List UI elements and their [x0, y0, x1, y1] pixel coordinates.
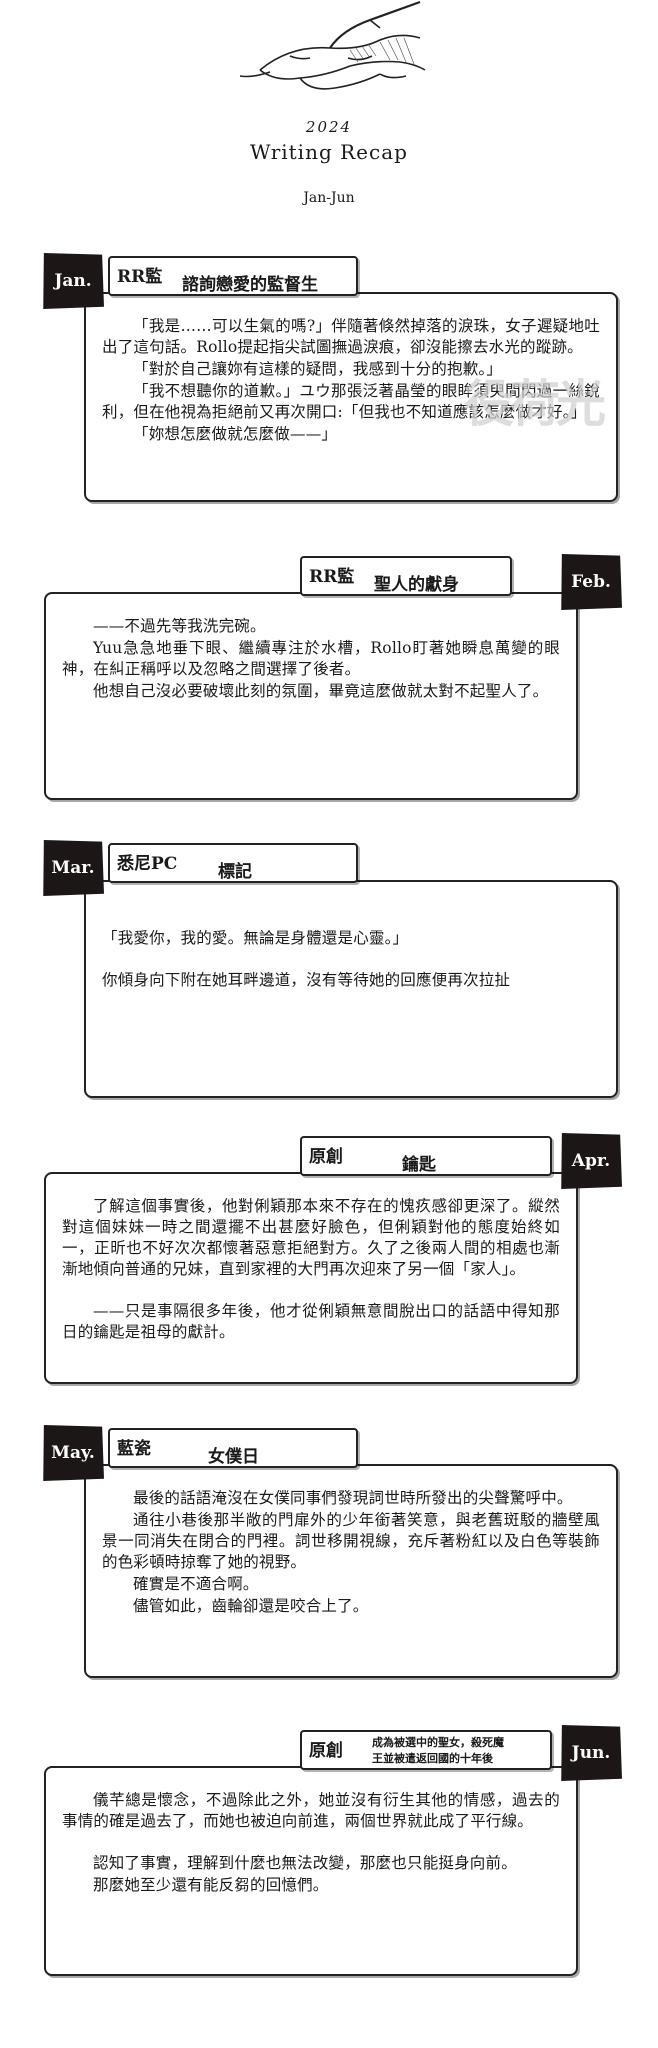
- writing-hand-illustration: [239, 0, 426, 90]
- entry-label: 藍瓷 女僕日: [108, 1428, 358, 1468]
- month-tag-mar: Mar.: [43, 840, 104, 896]
- year-heading: 2024: [305, 118, 353, 136]
- work-title: 標記: [218, 862, 252, 882]
- month-tag-apr: Apr.: [561, 1133, 622, 1189]
- work-title: 聖人的獻身: [374, 575, 459, 595]
- excerpt-paragraph: 最後的話語淹沒在女僕同事們發現詞世時所發出的尖聲驚呼中。: [133, 1489, 573, 1507]
- excerpt-paragraph: 「我愛你，我的愛。無論是身體還是心靈。」: [102, 929, 409, 947]
- excerpt-card: ——不過先等我洗完碗。 Yuu急急地垂下眼、繼續專注於水槽，Rollo盯著她瞬息…: [44, 592, 578, 800]
- author-name: 原創: [309, 1147, 343, 1167]
- excerpt-paragraph: 「妳想怎麼做就怎麼做——」: [133, 425, 338, 443]
- work-title: 女僕日: [208, 1447, 259, 1467]
- month-tag-jan: Jan.: [43, 253, 104, 309]
- excerpt-paragraph: 你傾身向下附在她耳畔邊道，沒有等待她的回應便再次拉扯: [102, 971, 511, 989]
- excerpt-paragraph: 通往小巷後那半敞的門扉外的少年銜著笑意，與老舊斑駁的牆壁風景一同消失在閉合的門裡…: [102, 1511, 600, 1571]
- excerpt-paragraph: 了解這個事實後，他對俐穎那本來不存在的愧疚感卻更深了。縱然對這個妹妹一時之間還擺…: [62, 1197, 560, 1278]
- excerpt-card: 役荷光 「我是……可以生氣的嗎?」伴隨著倏然掉落的淚珠，女子遲疑地吐出了這句話。…: [84, 292, 618, 502]
- author-name: RR監: [117, 267, 163, 287]
- excerpt-card: 了解這個事實後，他對俐穎那本來不存在的愧疚感卻更深了。縱然對這個妹妹一時之間還擺…: [44, 1172, 578, 1384]
- entry-label: 原創 鑰匙: [300, 1136, 552, 1176]
- month-tag-feb: Feb.: [561, 554, 622, 610]
- author-name: RR監: [309, 567, 355, 587]
- entry-label: 原創 成為被選中的聖女，殺死魔 王並被遣返回國的十年後: [300, 1730, 552, 1770]
- excerpt-card: 儀芊總是懷念，不過除此之外，她並沒有衍生其他的情感，過去的事情的確是過去了，而她…: [44, 1766, 578, 1976]
- excerpt-paragraph: 「對於自己讓妳有這樣的疑問，我感到十分的抱歉。」: [133, 360, 503, 378]
- excerpt-card: 最後的話語淹沒在女僕同事們發現詞世時所發出的尖聲驚呼中。 通往小巷後那半敞的門扉…: [84, 1464, 618, 1678]
- author-name: 悉尼PC: [117, 854, 178, 874]
- excerpt-paragraph: 「我是……可以生氣的嗎?」伴隨著倏然掉落的淚珠，女子遲疑地吐出了這句話。Roll…: [102, 317, 600, 356]
- excerpt-paragraph: ——只是事隔很多年後，他才從俐穎無意間脫出口的話語中得知那日的鑰匙是祖母的獻計。: [62, 1302, 560, 1341]
- page-title: Writing Recap: [250, 140, 408, 164]
- author-name: 藍瓷: [117, 1439, 151, 1459]
- month-tag-jun: Jun.: [561, 1725, 622, 1781]
- excerpt-paragraph: 那麼她至少還有能反芻的回憶們。: [93, 1876, 329, 1894]
- work-title-line-1: 成為被選中的聖女，殺死魔: [372, 1736, 504, 1749]
- entry-label: RR監 聖人的獻身: [300, 556, 512, 596]
- excerpt-paragraph: 儘管如此，齒輪卻還是咬合上了。: [133, 1597, 369, 1615]
- author-name: 原創: [309, 1741, 343, 1761]
- work-title: 諮詢戀愛的監督生: [182, 275, 318, 295]
- excerpt-paragraph: 確實是不適合啊。: [133, 1575, 259, 1593]
- excerpt-paragraph: 儀芊總是懷念，不過除此之外，她並沒有衍生其他的情感，過去的事情的確是過去了，而她…: [62, 1791, 560, 1830]
- excerpt-paragraph: Yuu急急地垂下眼、繼續專注於水槽，Rollo盯著她瞬息萬變的眼神，在糾正稱呼以…: [62, 639, 560, 678]
- entry-label: 悉尼PC 標記: [108, 843, 358, 883]
- work-title: 鑰匙: [402, 1155, 436, 1175]
- entry-label: RR監 諮詢戀愛的監督生: [108, 256, 358, 296]
- work-title-line-2: 王並被遣返回國的十年後: [372, 1752, 493, 1765]
- period-subtitle: Jan-Jun: [303, 190, 355, 206]
- excerpt-paragraph: 認知了事實，理解到什麼也無法改變，那麼也只能挺身向前。: [93, 1854, 517, 1872]
- excerpt-card: 「我愛你，我的愛。無論是身體還是心靈。」 你傾身向下附在她耳畔邊道，沒有等待她的…: [84, 880, 618, 1098]
- excerpt-paragraph: 他想自己沒必要破壞此刻的氛圍，畢竟這麼做就太對不起聖人了。: [93, 682, 549, 700]
- excerpt-paragraph: 「我不想聽你的道歉。」ユウ那張泛著晶瑩的眼眸須臾間閃過一絲銳利，但在他視為拒絕前…: [102, 382, 600, 421]
- excerpt-paragraph: ——不過先等我洗完碗。: [93, 617, 266, 635]
- month-tag-may: May.: [43, 1425, 104, 1481]
